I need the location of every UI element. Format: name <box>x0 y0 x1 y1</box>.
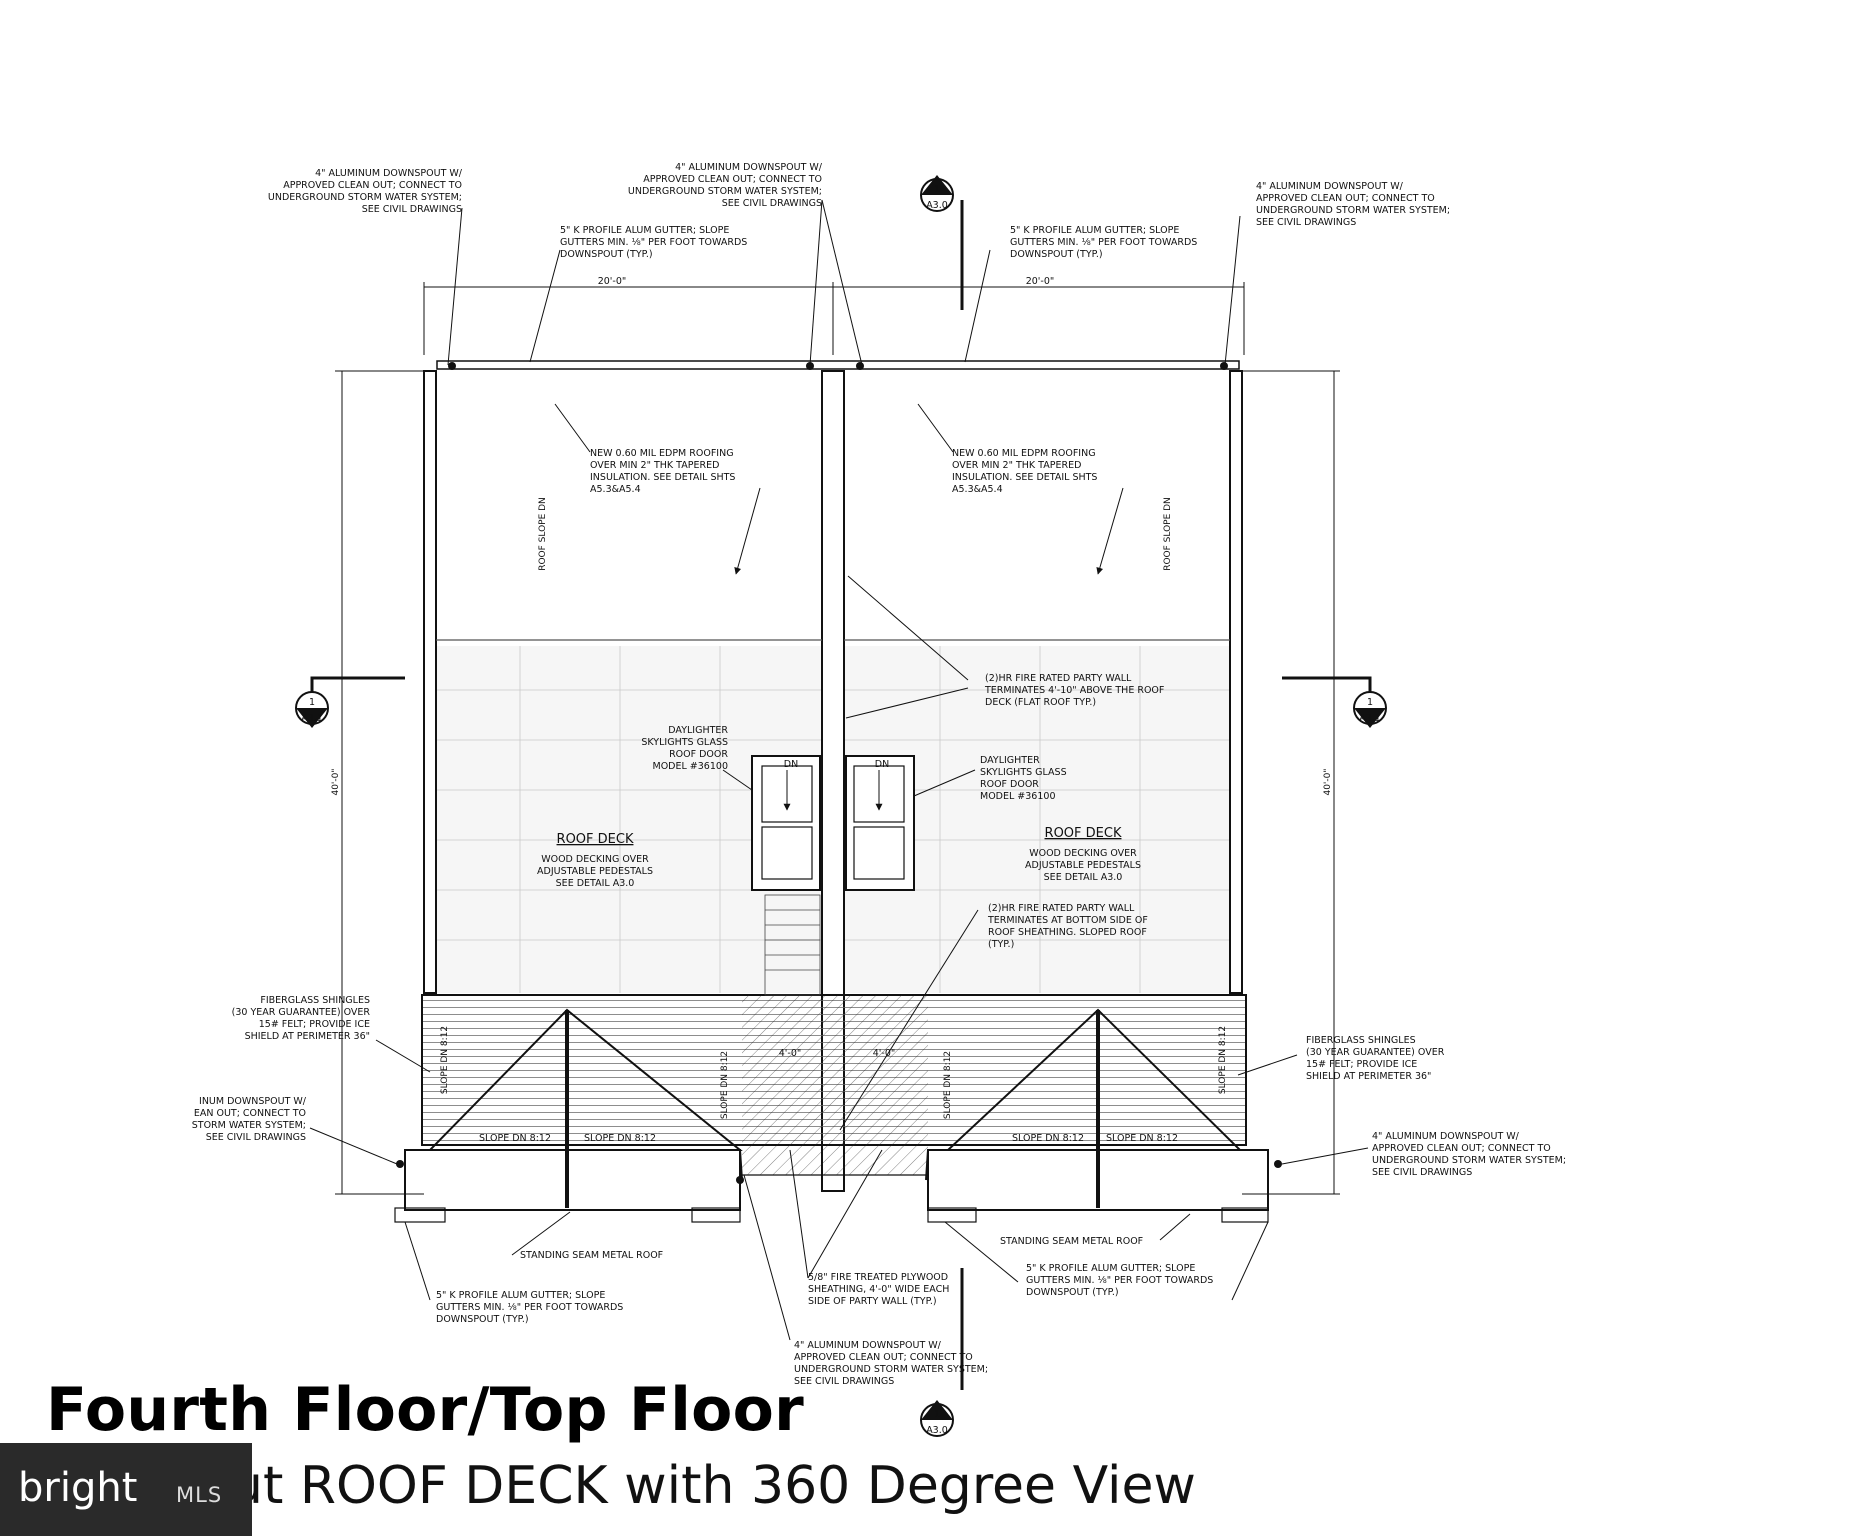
skylight-right <box>845 755 915 891</box>
note-downspout-tl: 4" ALUMINUM DOWNSPOUT W/APPROVED CLEAN O… <box>268 168 463 215</box>
section-marker-left: 1 A3.1 <box>295 676 405 728</box>
note-downspout-br: 4" ALUMINUM DOWNSPOUT W/APPROVED CLEAN O… <box>1372 1131 1566 1178</box>
dim-width-right: 20'-0" <box>1026 276 1055 287</box>
note-metal-roof-r: STANDING SEAM METAL ROOF <box>1000 1236 1143 1247</box>
dim-width-left: 20'-0" <box>598 276 627 287</box>
svg-text:A3.0: A3.0 <box>926 1425 948 1436</box>
roof-deck-label-left: ROOF DECK <box>557 832 634 847</box>
dn-label-right: DN <box>875 759 889 770</box>
roof-deck-label-right: ROOF DECK <box>1045 826 1122 841</box>
dim-sheath-right: 4'-0" <box>873 1048 896 1059</box>
watermark-suffix: MLS <box>176 1483 223 1507</box>
stair-treads <box>764 894 821 996</box>
slope-label-v1: SLOPE DN 8:12 <box>440 1026 450 1094</box>
caption-title: Fourth Floor/Top Floor <box>46 1375 805 1445</box>
svg-text:1: 1 <box>1367 697 1373 708</box>
slope-label-d: SLOPE DN 8:12 <box>1106 1133 1178 1144</box>
dn-label-left: DN <box>784 759 798 770</box>
svg-text:A3.1: A3.1 <box>1359 713 1381 724</box>
dim-depth-right: 40'-0" <box>1323 768 1333 795</box>
note-downspout-tc: 4" ALUMINUM DOWNSPOUT W/APPROVED CLEAN O… <box>628 162 823 209</box>
note-shingles-l: FIBERGLASS SHINGLES(30 YEAR GUARANTEE) O… <box>232 995 371 1042</box>
sloped-roof-section <box>394 994 1269 1223</box>
roof-slope-right: ROOF SLOPE DN <box>1163 497 1173 571</box>
section-marker-right: 1 A3.1 <box>1282 676 1387 728</box>
caption-subtitle: ut ROOF DECK with 360 Degree View <box>230 1456 1196 1516</box>
roof-deck-area <box>437 646 1229 993</box>
svg-text:1: 1 <box>934 184 940 195</box>
svg-text:1: 1 <box>934 1409 940 1420</box>
note-shingles-r: FIBERGLASS SHINGLES(30 YEAR GUARANTEE) O… <box>1306 1035 1445 1082</box>
slope-label-v3: SLOPE DN 8:12 <box>943 1051 953 1119</box>
slope-label-a: SLOPE DN 8:12 <box>479 1133 551 1144</box>
leader-lines <box>309 199 1369 1341</box>
svg-text:1: 1 <box>309 697 315 708</box>
annotation-notes: 4" ALUMINUM DOWNSPOUT W/APPROVED CLEAN O… <box>192 162 1566 1387</box>
note-metal-roof-l: STANDING SEAM METAL ROOF <box>520 1250 663 1261</box>
section-marker-top: 1 A3.0 <box>920 175 964 310</box>
slope-label-v2: SLOPE DN 8:12 <box>720 1051 730 1119</box>
bright-mls-watermark: bright MLS <box>0 1443 252 1536</box>
svg-text:A3.1: A3.1 <box>301 713 323 724</box>
note-downspout-tr: 4" ALUMINUM DOWNSPOUT W/APPROVED CLEAN O… <box>1256 181 1450 228</box>
watermark-brand: bright <box>18 1465 138 1511</box>
note-downspout-bc: 4" ALUMINUM DOWNSPOUT W/APPROVED CLEAN O… <box>794 1340 988 1387</box>
slope-label-b: SLOPE DN 8:12 <box>584 1133 656 1144</box>
svg-text:A3.0: A3.0 <box>926 200 948 211</box>
building-outline <box>423 360 1243 1192</box>
slope-label-v4: SLOPE DN 8:12 <box>1218 1026 1228 1094</box>
dimension-lines <box>335 282 1340 1195</box>
dim-sheath-left: 4'-0" <box>779 1048 802 1059</box>
skylight-left <box>751 755 821 891</box>
slope-label-c: SLOPE DN 8:12 <box>1012 1133 1084 1144</box>
downspout-markers <box>396 362 1282 1184</box>
roof-slope-left: ROOF SLOPE DN <box>538 497 548 571</box>
dim-depth-left: 40'-0" <box>331 768 341 795</box>
section-marker-bottom: 1 A3.0 <box>920 1268 964 1437</box>
